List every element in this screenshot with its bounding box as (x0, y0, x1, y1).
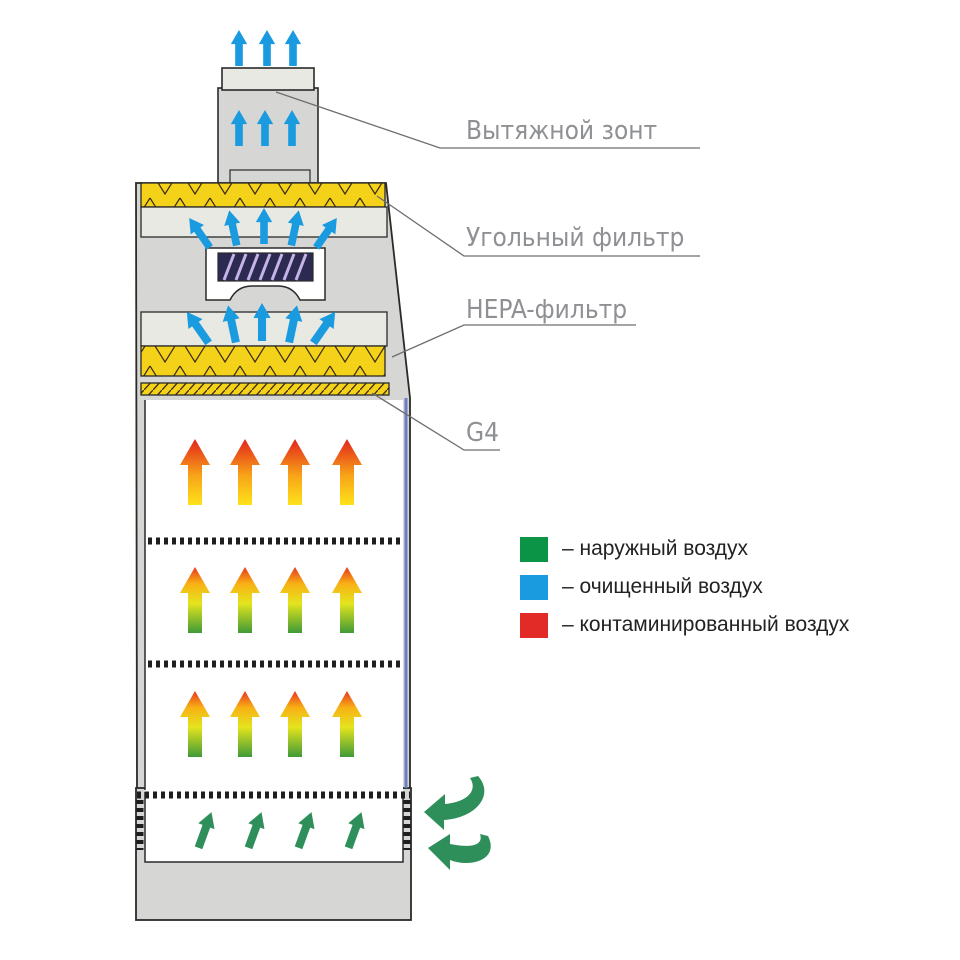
carbon-filter (140, 182, 388, 238)
legend: – наружный воздух – очищенный воздух – к… (520, 530, 849, 644)
outside-air-arrows (190, 776, 491, 870)
fan-unit (205, 247, 326, 301)
legend-swatch-blue (520, 574, 548, 600)
legend-item-outside-air: – наружный воздух (520, 530, 849, 568)
label-exhaust-hood: Вытяжной зонт (466, 116, 657, 146)
legend-swatch-red (520, 612, 548, 638)
label-g4-filter: G4 (466, 418, 499, 448)
legend-label: – очищенный воздух (562, 575, 763, 598)
label-hepa-filter: HEPA-фильтр (466, 295, 627, 325)
legend-label: – контаминированный воздух (562, 613, 850, 636)
perforated-grilles (136, 537, 411, 850)
legend-label: – наружный воздух (562, 537, 749, 560)
callout-lines (275, 91, 700, 451)
legend-item-contaminated-air: – контаминированный воздух (520, 606, 849, 644)
curved-inflow-arrow-lower (428, 834, 491, 870)
legend-item-clean-air: – очищенный воздух (520, 568, 849, 606)
label-carbon-filter: Угольный фильтр (466, 223, 684, 253)
legend-swatch-green (520, 536, 548, 562)
exhaust-hood (217, 67, 319, 189)
cabinet-body (135, 182, 412, 921)
g4-filter (140, 382, 390, 396)
curved-inflow-arrow-upper (424, 776, 485, 830)
